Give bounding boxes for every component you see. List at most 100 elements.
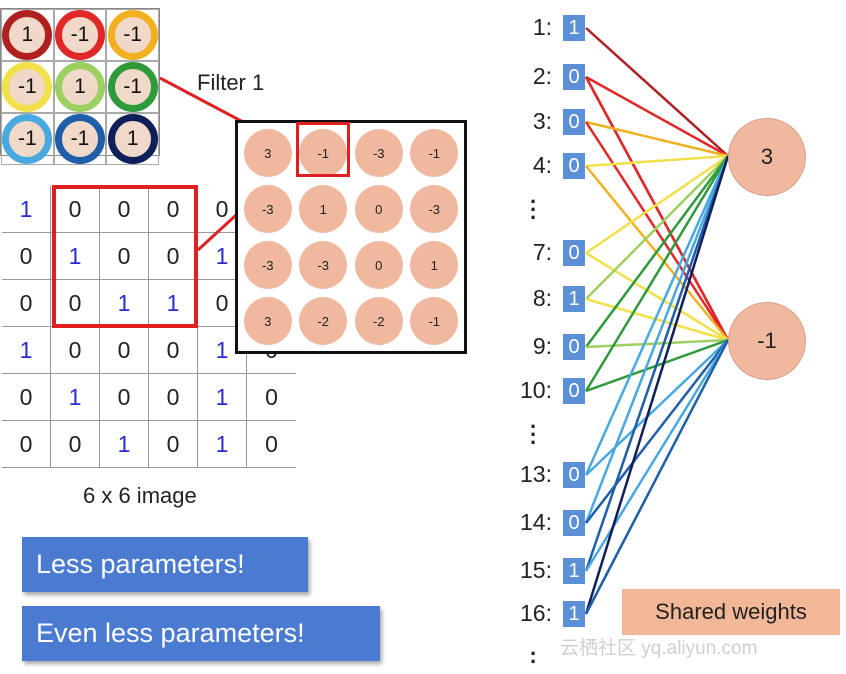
image-pixel: 0 bbox=[51, 186, 100, 233]
filter-cell: -1 bbox=[106, 61, 159, 113]
image-pixel: 0 bbox=[2, 233, 51, 280]
input-index-label: 14: bbox=[520, 509, 552, 535]
image-pixel: 0 bbox=[100, 327, 149, 374]
input-value: 0 bbox=[563, 64, 585, 90]
filter-weight: -1 bbox=[107, 10, 158, 60]
filter-cell: -1 bbox=[1, 113, 54, 165]
weight-connection bbox=[584, 121, 730, 341]
filter-weight: -1 bbox=[2, 62, 53, 112]
filter-label: Filter 1 bbox=[197, 70, 265, 95]
feature-value: 1 bbox=[410, 241, 459, 289]
image-pixel: 0 bbox=[100, 233, 149, 280]
feature-map-cell: 3 bbox=[240, 125, 296, 181]
output-neuron-top: 3 bbox=[728, 118, 806, 196]
feature-value: -1 bbox=[410, 129, 459, 177]
feature-map-cell: -3 bbox=[351, 125, 407, 181]
even-less-parameters-button[interactable]: Even less parameters! bbox=[22, 606, 380, 661]
weight-connection bbox=[584, 155, 730, 572]
feature-value: -1 bbox=[299, 129, 348, 177]
feature-map-cell: -1 bbox=[407, 293, 463, 349]
watermark: 云栖社区 yq.aliyun.com bbox=[560, 638, 758, 659]
feature-value: -3 bbox=[299, 241, 348, 289]
filter-cell: -1 bbox=[106, 9, 159, 61]
input-index-label: 13: bbox=[520, 461, 552, 487]
input-value: 0 bbox=[563, 334, 585, 360]
input-index-label: 15: bbox=[520, 557, 552, 583]
filter-weight: -1 bbox=[54, 114, 105, 164]
feature-value: 3 bbox=[243, 129, 292, 177]
filter-cell: -1 bbox=[53, 9, 107, 61]
input-index-label: 9: bbox=[532, 333, 552, 359]
weight-connection bbox=[584, 155, 730, 476]
image-pixel: 0 bbox=[2, 280, 51, 327]
filter-cell: -1 bbox=[1, 61, 54, 113]
ellipsis-2: ··· bbox=[530, 414, 538, 455]
image-pixel: 1 bbox=[198, 421, 247, 468]
input-index-label: 2: bbox=[532, 63, 552, 89]
image-pixel: 1 bbox=[51, 233, 100, 280]
feature-value: -2 bbox=[299, 297, 348, 345]
input-index-label: 16: bbox=[520, 600, 552, 626]
input-value: 0 bbox=[563, 240, 585, 266]
weight-connection bbox=[584, 155, 730, 348]
feature-value: -1 bbox=[410, 297, 459, 345]
weight-connection bbox=[585, 120, 729, 158]
input-value: 1 bbox=[563, 286, 585, 312]
weight-connection bbox=[584, 155, 730, 524]
weight-connection bbox=[585, 251, 729, 342]
filter-weight: -1 bbox=[107, 62, 158, 112]
weight-connection bbox=[585, 154, 729, 168]
input-index-label: 10: bbox=[520, 377, 552, 403]
image-pixel: 0 bbox=[247, 421, 296, 468]
image-pixel: 0 bbox=[51, 421, 100, 468]
image-pixel: 0 bbox=[247, 374, 296, 421]
filter-weight: 1 bbox=[107, 114, 158, 164]
less-parameters-button[interactable]: Less parameters! bbox=[22, 537, 308, 592]
input-index-label: 1: bbox=[532, 14, 552, 40]
ellipsis-3: ·· bbox=[530, 641, 538, 674]
input-value: 0 bbox=[563, 510, 585, 536]
filter-cell: 1 bbox=[106, 113, 159, 165]
feature-value: -3 bbox=[410, 185, 459, 233]
feature-map-cell: 0 bbox=[351, 181, 407, 237]
image-pixel: 1 bbox=[100, 421, 149, 468]
feature-value: -3 bbox=[243, 241, 292, 289]
feature-value: -3 bbox=[243, 185, 292, 233]
image-pixel: 0 bbox=[2, 421, 51, 468]
weight-connection bbox=[585, 75, 729, 158]
feature-map-cell: -3 bbox=[407, 181, 463, 237]
weight-connection bbox=[585, 339, 729, 476]
feature-map-cell: -3 bbox=[296, 237, 352, 293]
image-pixel: 0 bbox=[51, 327, 100, 374]
feature-map-cell: 3 bbox=[240, 293, 296, 349]
weight-connection bbox=[585, 27, 729, 157]
filter-weight: -1 bbox=[54, 10, 105, 60]
input-index-label: 8: bbox=[532, 285, 552, 311]
image-pixel: 0 bbox=[2, 374, 51, 421]
feature-value: -3 bbox=[354, 129, 403, 177]
image-pixel: 1 bbox=[51, 374, 100, 421]
weight-connection bbox=[584, 339, 730, 615]
input-value: 0 bbox=[563, 109, 585, 135]
shared-weights-label: Shared weights bbox=[622, 589, 840, 635]
weight-connection bbox=[585, 297, 729, 342]
input-value: 0 bbox=[563, 462, 585, 488]
ellipsis-1: ··· bbox=[530, 189, 538, 230]
receptive-field-highlight bbox=[52, 185, 198, 328]
input-index-label: 3: bbox=[532, 108, 552, 134]
feature-map-cell: -1 bbox=[296, 125, 352, 181]
feature-value: 0 bbox=[354, 185, 403, 233]
filter-weight: -1 bbox=[2, 114, 53, 164]
feature-map-cell: -1 bbox=[407, 125, 463, 181]
feature-map-highlight bbox=[296, 122, 350, 177]
image-pixel: 0 bbox=[149, 327, 198, 374]
image-caption: 6 x 6 image bbox=[83, 483, 197, 508]
image-pixel: 1 bbox=[2, 327, 51, 374]
input-value: 1 bbox=[563, 558, 585, 584]
image-pixel: 0 bbox=[100, 186, 149, 233]
feature-map-cell: -2 bbox=[351, 293, 407, 349]
image-pixel: 1 bbox=[2, 186, 51, 233]
